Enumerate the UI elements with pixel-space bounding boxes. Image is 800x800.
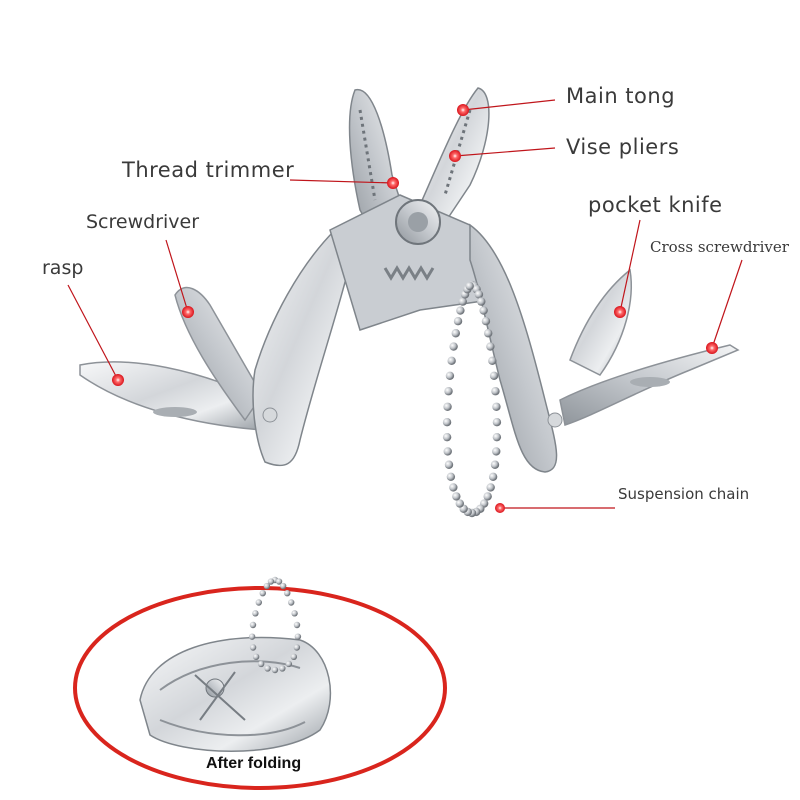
spring — [383, 265, 435, 281]
chain-bead — [474, 290, 484, 299]
chain-bead — [257, 660, 265, 668]
chain-bead — [492, 447, 501, 456]
chain-bead — [458, 297, 467, 306]
marker-rasp — [112, 374, 124, 386]
leader-pocket-knife — [619, 219, 641, 313]
chain-bead — [486, 342, 495, 351]
chain-bead — [442, 432, 452, 442]
chain-bead — [446, 472, 456, 482]
chain-bead — [492, 402, 501, 411]
suspension-chain — [442, 280, 502, 518]
chain-bead — [488, 356, 497, 366]
marker-pocket-knife — [614, 306, 626, 318]
chain-bead — [293, 621, 301, 629]
leader-main-tong — [462, 99, 556, 111]
chain-bead — [271, 666, 279, 674]
chain-bead — [291, 610, 298, 617]
chain-bead — [491, 387, 500, 396]
leader-rasp — [67, 284, 119, 381]
chain-bead — [484, 329, 493, 338]
chain-bead — [293, 644, 301, 651]
chain-bead — [492, 417, 502, 427]
label-cross-screwdriver: Cross screwdriver — [650, 238, 789, 256]
chain-bead — [449, 342, 458, 351]
chain-bead — [490, 460, 500, 469]
marker-suspension-chain — [495, 503, 505, 513]
chain-bead — [465, 281, 474, 291]
chain-bead — [252, 610, 259, 617]
chain-bead — [252, 653, 260, 661]
chain-bead — [290, 653, 298, 661]
chain-bead — [279, 582, 287, 590]
marker-thread-trimmer — [387, 177, 399, 189]
leader-screwdriver — [165, 239, 189, 313]
chain-bead — [248, 633, 256, 640]
chain-bead — [453, 316, 463, 326]
chain-bead — [455, 499, 465, 508]
label-rasp: rasp — [42, 257, 84, 279]
chain-bead — [452, 492, 461, 501]
chain-bead — [287, 599, 295, 606]
chain-bead — [443, 447, 452, 456]
chain-bead — [447, 356, 456, 366]
chain-bead — [488, 472, 498, 482]
leader-thread-trimmer — [289, 179, 394, 184]
chain-bead — [263, 582, 271, 590]
leader-cross-screwdriver — [711, 259, 743, 349]
marker-screwdriver — [182, 306, 194, 318]
chain-bead — [442, 417, 452, 427]
marker-cross-screwdriver — [706, 342, 718, 354]
chain-bead — [483, 492, 492, 501]
marker-main-tong — [457, 104, 469, 116]
chain-bead — [443, 402, 452, 411]
label-after-folding: After folding — [206, 755, 302, 772]
chain-bead — [264, 665, 271, 672]
chain-bead — [255, 599, 263, 606]
chain-bead — [444, 460, 454, 469]
chain-bead — [294, 633, 302, 640]
chain-bead — [456, 306, 465, 315]
chain-bead — [259, 589, 266, 597]
chain-bead — [275, 578, 283, 585]
label-pocket-knife: pocket knife — [588, 193, 723, 217]
leader-lines — [67, 99, 743, 509]
markers — [112, 104, 718, 513]
chain-bead — [279, 665, 286, 672]
folded-tool-illustration — [139, 636, 332, 752]
chain-bead — [249, 644, 257, 651]
chain-bead — [445, 371, 455, 381]
marker-vise-pliers — [449, 150, 461, 162]
chain-bead — [284, 589, 291, 597]
label-thread-trimmer: Thread trimmer — [122, 158, 295, 182]
chain-bead — [477, 297, 486, 306]
folded-suspension-chain — [248, 576, 302, 674]
chain-bead — [486, 483, 495, 492]
right-handle — [469, 223, 558, 473]
screwdriver-blade — [174, 286, 263, 422]
label-vise-pliers: Vise pliers — [566, 135, 680, 159]
left-handle — [252, 220, 359, 467]
chain-bead — [444, 387, 453, 396]
chain-bead — [489, 371, 499, 381]
chain-bead — [285, 660, 293, 668]
chain-bead — [492, 432, 502, 442]
pocket-knife-blade — [569, 268, 632, 376]
chain-bead — [481, 316, 491, 326]
chain-bead — [479, 306, 488, 315]
chain-bead — [449, 483, 458, 492]
label-screwdriver: Screwdriver — [86, 211, 200, 233]
folded-view-ellipse — [73, 586, 447, 790]
chain-bead — [267, 578, 275, 585]
label-suspension-chain: Suspension chain — [618, 485, 750, 503]
label-main-tong: Main tong — [566, 84, 676, 108]
leader-vise-pliers — [454, 147, 556, 157]
chain-bead — [249, 621, 257, 629]
chain-bead — [451, 329, 460, 338]
